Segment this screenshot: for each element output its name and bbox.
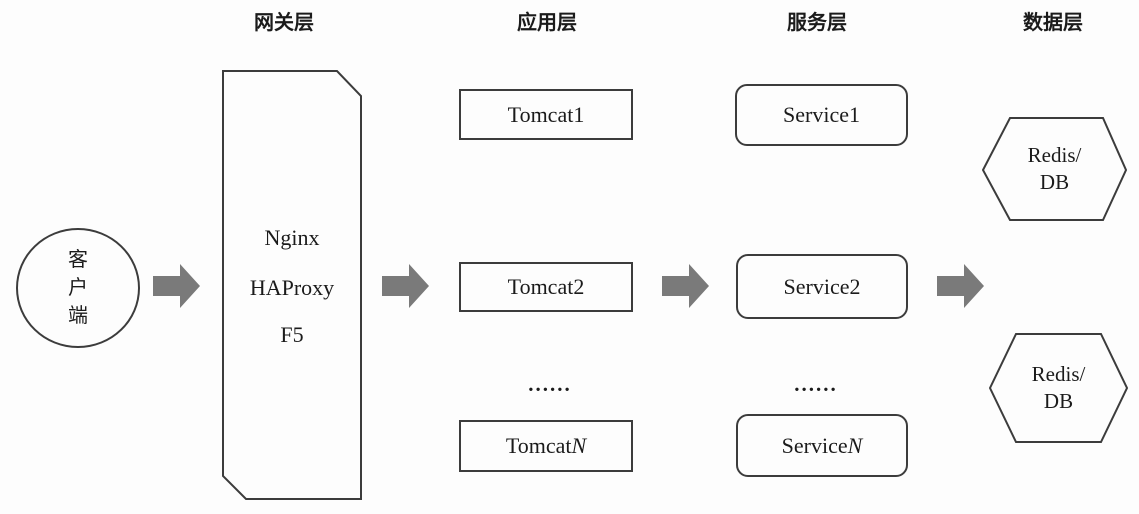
layer-title-service: 服务层 bbox=[787, 12, 847, 34]
layer-title-application: 应用层 bbox=[517, 12, 577, 34]
service-node-service2: Service2 bbox=[736, 254, 908, 319]
data-node-redis-db-2-line2: DB bbox=[1043, 389, 1074, 413]
layer-title-gateway: 网关层 bbox=[254, 12, 314, 34]
application-node-tomcat2-label: Tomcat2 bbox=[507, 274, 585, 299]
flow-arrow-icon-client-to-gateway bbox=[153, 264, 200, 308]
gateway-label-haproxy: HAProxy bbox=[249, 275, 335, 300]
gateway-label-nginx: Nginx bbox=[264, 225, 320, 250]
application-node-tomcat1: Tomcat1 bbox=[459, 89, 633, 140]
client-label-line2: 户 bbox=[68, 277, 88, 299]
flow-arrow-icon-application-to-service bbox=[662, 264, 709, 308]
service-node-serviceN-label-prefix: Service bbox=[781, 432, 848, 458]
client-label-line3: 端 bbox=[68, 305, 88, 327]
service-ellipsis: ...... bbox=[794, 372, 838, 396]
gateway-label-f5: F5 bbox=[280, 322, 304, 347]
data-node-redis-db-1-line1: Redis/ bbox=[1027, 143, 1082, 167]
data-node-redis-db-1-line2: DB bbox=[1039, 170, 1070, 194]
layer-title-data: 数据层 bbox=[1023, 12, 1083, 34]
application-node-tomcatN-label-suffix: N bbox=[571, 433, 587, 458]
flow-arrow-icon-service-to-data bbox=[937, 264, 984, 308]
application-node-tomcat2: Tomcat2 bbox=[459, 262, 633, 312]
gateway-node bbox=[222, 70, 362, 500]
application-ellipsis: ...... bbox=[528, 372, 572, 396]
service-node-service2-label: Service2 bbox=[783, 273, 861, 299]
service-node-service1-label: Service1 bbox=[783, 102, 860, 127]
data-node-redis-db-2 bbox=[989, 333, 1128, 443]
service-node-serviceN-label-suffix: N bbox=[847, 432, 863, 458]
data-node-redis-db-2-line1: Redis/ bbox=[1031, 362, 1086, 386]
client-node: 客 户 端 bbox=[16, 228, 140, 348]
flow-arrow-icon-gateway-to-application bbox=[382, 264, 429, 308]
data-node-redis-db-1-label: Redis/ DB bbox=[982, 117, 1127, 221]
client-label-line1: 客 bbox=[68, 249, 88, 271]
data-node-redis-db-2-label: Redis/ DB bbox=[989, 333, 1128, 443]
service-node-service1: Service1 bbox=[735, 84, 908, 146]
data-node-redis-db-1 bbox=[982, 117, 1127, 221]
application-node-tomcat1-label: Tomcat1 bbox=[507, 101, 585, 127]
application-node-tomcatN-label-prefix: Tomcat bbox=[505, 433, 572, 458]
